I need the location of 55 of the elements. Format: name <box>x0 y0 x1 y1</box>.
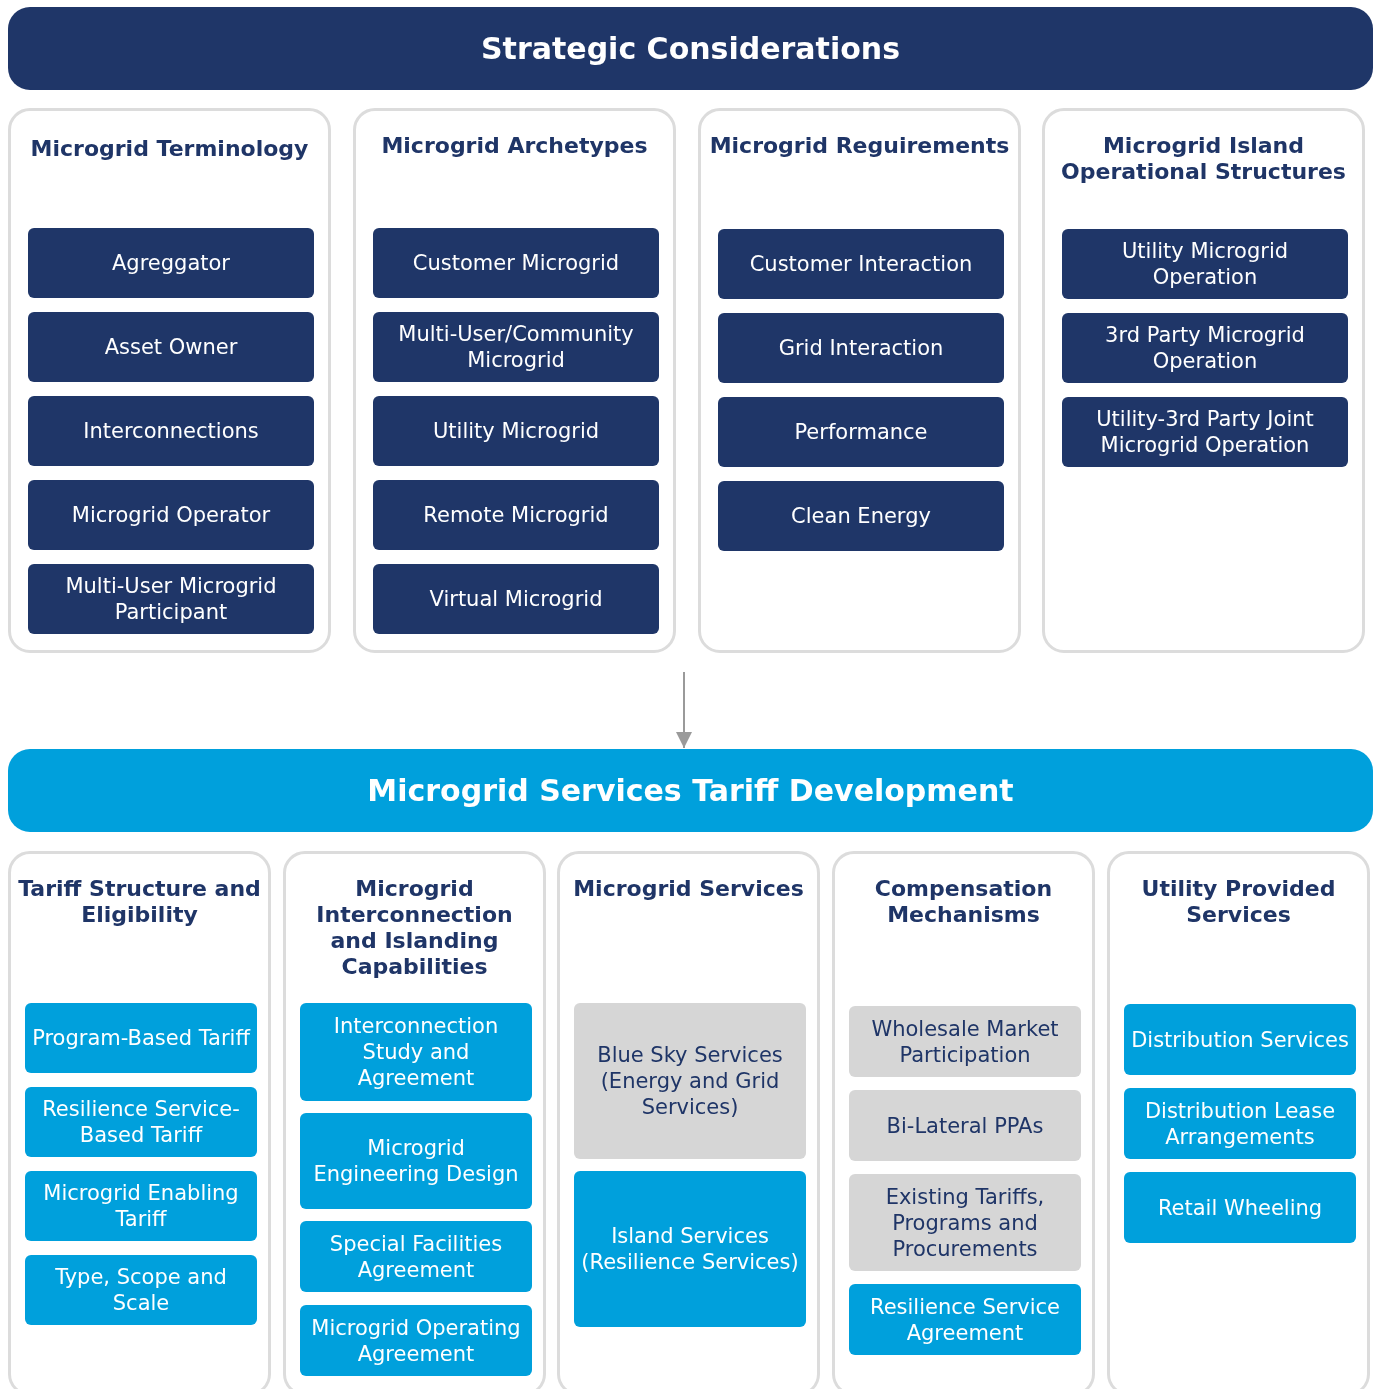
item-box: Asset Owner <box>28 312 314 382</box>
item-box: Microgrid Operator <box>28 480 314 550</box>
item-box: Existing Tariffs, Programs and Procurements <box>849 1174 1081 1271</box>
item-box: Utility-3rd Party Joint Microgrid Operation <box>1062 397 1348 467</box>
item-box: Remote Microgrid <box>373 480 659 550</box>
panel-heading: Tariff Structure and Eligibility <box>17 876 262 928</box>
item-box: Grid Interaction <box>718 313 1004 383</box>
item-box: Resilience Service-Based Tariff <box>25 1087 257 1157</box>
item-box: Utility Microgrid <box>373 396 659 466</box>
item-box: 3rd Party Microgrid Operation <box>1062 313 1348 383</box>
item-box: Special Facilities Agreement <box>300 1221 532 1292</box>
item-box: Utility Microgrid Operation <box>1062 229 1348 299</box>
item-box: Wholesale Market Participation <box>849 1006 1081 1077</box>
item-box: Customer Interaction <box>718 229 1004 299</box>
item-box: Bi-Lateral PPAs <box>849 1090 1081 1161</box>
item-box: Customer Microgrid <box>373 228 659 298</box>
panel-heading: Utility Provided Services <box>1140 876 1337 928</box>
panel-heading: Microgrid Terminology <box>29 136 310 162</box>
item-box: Retail Wheeling <box>1124 1172 1356 1243</box>
category-panel <box>557 851 820 1389</box>
item-box: Distribution Lease Arrangements <box>1124 1088 1356 1159</box>
item-box: Interconnections <box>28 396 314 466</box>
item-box: Microgrid Operating Agreement <box>300 1305 532 1376</box>
item-box: Distribution Services <box>1124 1004 1356 1075</box>
item-box: Virtual Microgrid <box>373 564 659 634</box>
item-box: Agreggator <box>28 228 314 298</box>
panel-heading: Microgrid Services <box>572 876 805 902</box>
item-box: Clean Energy <box>718 481 1004 551</box>
category-panel <box>832 851 1095 1389</box>
category-panel <box>8 851 271 1389</box>
category-panel <box>353 108 676 653</box>
category-panel <box>8 108 331 653</box>
item-box: Performance <box>718 397 1004 467</box>
category-panel <box>283 851 546 1389</box>
panel-heading: Microgrid Archetypes <box>380 133 649 159</box>
panel-heading: Compensation Mechanisms <box>873 876 1054 928</box>
header-banner: Microgrid Services Tariff Development <box>8 749 1373 832</box>
item-box: Island Services (Resilience Services) <box>574 1171 806 1327</box>
item-box: Multi-User Microgrid Participant <box>28 564 314 634</box>
category-panel <box>1042 108 1365 653</box>
item-box: Microgrid Engineering Design <box>300 1113 532 1209</box>
panel-heading: Microgrid Reguirements <box>708 133 1011 159</box>
item-box: Multi-User/Community Microgrid <box>373 312 659 382</box>
item-box: Microgrid Enabling Tariff <box>25 1171 257 1241</box>
item-box: Blue Sky Services (Energy and Grid Services) <box>574 1003 806 1159</box>
category-panel <box>1107 851 1370 1389</box>
header-banner: Strategic Considerations <box>8 7 1373 90</box>
item-box: Resilience Service Agreement <box>849 1284 1081 1355</box>
panel-heading: Microgrid Interconnection and Islanding Capabilities <box>315 876 514 980</box>
item-box: Type, Scope and Scale <box>25 1255 257 1325</box>
category-panel <box>698 108 1021 653</box>
item-box: Program-Based Tariff <box>25 1003 257 1073</box>
panel-heading: Microgrid Island Operational Structures <box>1060 133 1347 185</box>
item-box: Interconnection Study and Agreement <box>300 1003 532 1101</box>
arrow <box>676 671 692 749</box>
